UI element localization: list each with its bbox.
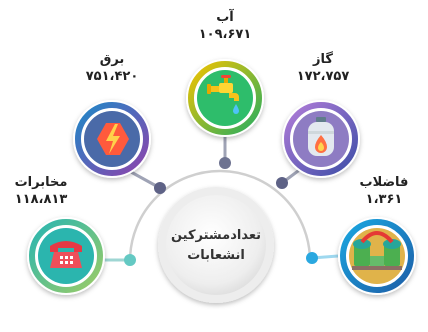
label-gas: گاز ۱۷۲،۷۵۷ xyxy=(283,52,363,86)
center-title: تعدادمشترکین انشعابات xyxy=(161,226,271,266)
dot-power xyxy=(154,182,166,194)
center-title-line2: انشعابات xyxy=(187,248,245,263)
service-count-sewage: ۱،۳۶۱ xyxy=(365,192,403,207)
label-telephone: مخابرات ۱۱۸،۸۱۳ xyxy=(0,175,82,209)
node-telephone xyxy=(27,217,105,295)
lightning-icon xyxy=(97,123,129,155)
label-power: برق ۷۵۱،۴۲۰ xyxy=(72,52,152,86)
center-node xyxy=(158,187,274,303)
service-name-gas: گاز xyxy=(313,52,333,67)
service-name-sewage: فاضلاب xyxy=(359,175,409,190)
service-count-water: ۱۰۹،۶۷۱ xyxy=(198,27,252,42)
node-power xyxy=(73,100,151,178)
node-gas xyxy=(282,100,360,178)
label-sewage: فاضلاب ۱،۳۶۱ xyxy=(344,175,424,209)
dot-telephone xyxy=(124,254,136,266)
service-name-power: برق xyxy=(99,52,125,67)
center-title-line1: تعدادمشترکین xyxy=(170,228,262,243)
label-water: آب ۱۰۹،۶۷۱ xyxy=(185,10,265,44)
telephone-icon xyxy=(50,241,82,268)
service-count-gas: ۱۷۲،۷۵۷ xyxy=(296,69,350,84)
node-water xyxy=(186,59,264,137)
connection-arc xyxy=(128,169,312,263)
service-name-telephone: مخابرات xyxy=(14,175,68,190)
dot-sewage xyxy=(306,252,318,264)
service-count-power: ۷۵۱،۴۲۰ xyxy=(85,69,139,84)
water-tap-icon xyxy=(207,75,239,114)
node-sewage xyxy=(338,217,416,295)
sewage-plant-icon xyxy=(352,231,402,270)
service-count-telephone: ۱۱۸،۸۱۳ xyxy=(14,192,68,207)
dot-gas xyxy=(276,177,288,189)
dot-water xyxy=(219,157,231,169)
service-name-water: آب xyxy=(216,10,234,25)
gas-cylinder-icon xyxy=(308,117,334,156)
